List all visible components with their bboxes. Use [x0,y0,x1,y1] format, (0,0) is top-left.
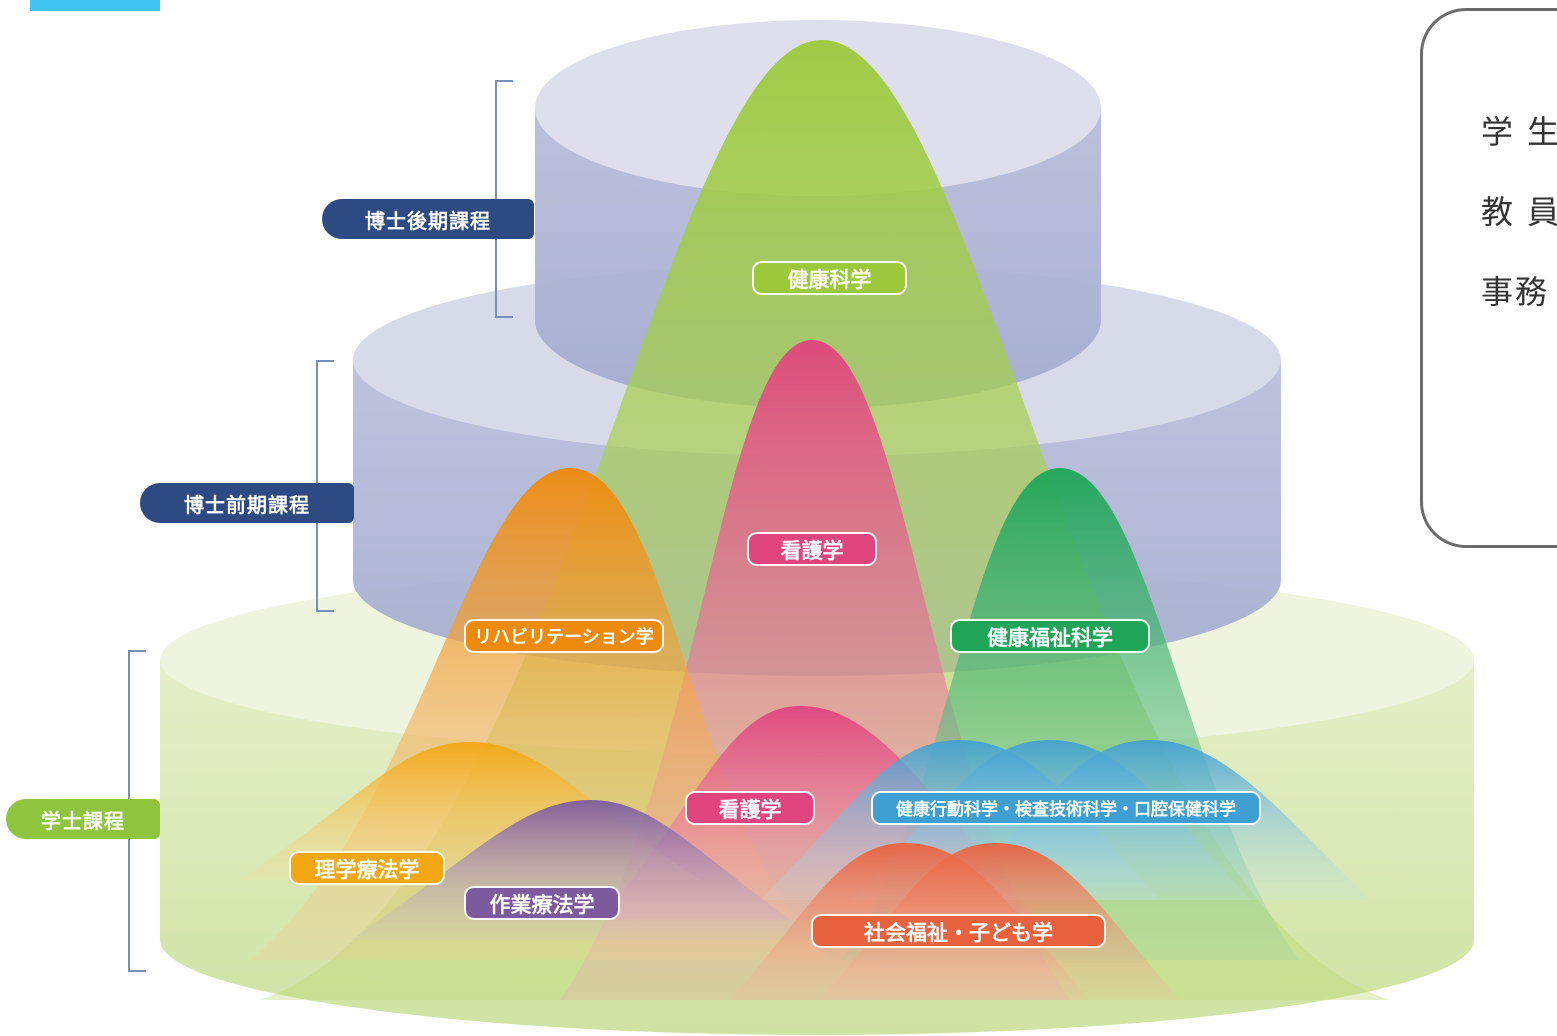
field-tag-nursing: 看護学 [685,791,815,825]
field-tag-social-welfare: 社会福祉・子ども学 [811,914,1106,948]
level-label-doctoral-early-text: 博士前期課程 [184,492,310,517]
field-tag-health-science: 健康科学 [752,261,907,295]
field-tag-health-welfare: 健康福祉科学 [950,619,1150,653]
legend-panel: 学 生 教 員 事務 [1420,8,1557,548]
level-label-bachelor-text: 学士課程 [41,808,125,833]
level-label-doctoral-late: 博士後期課程 [322,199,534,239]
field-tag-health-behavior: 健康行動科学・検査技術科学・口腔保健科学 [871,791,1261,825]
level-label-doctoral-early: 博士前期課程 [140,483,354,523]
panel-row-office: 事務 [1481,273,1550,311]
level-label-doctoral-late-text: 博士後期課程 [365,208,491,233]
field-tag-physical-therapy: 理学療法学 [289,851,445,885]
field-tag-occupational-therapy: 作業療法学 [464,886,620,920]
field-tag-rehabilitation: リハビリテーション学 [464,619,664,653]
panel-row-faculty: 教 員 [1481,193,1557,231]
top-accent-bar [30,0,160,11]
level-label-bachelor: 学士課程 [6,799,160,839]
field-tag-nursing-grad: 看護学 [747,532,877,566]
panel-row-students: 学 生 [1481,113,1557,151]
